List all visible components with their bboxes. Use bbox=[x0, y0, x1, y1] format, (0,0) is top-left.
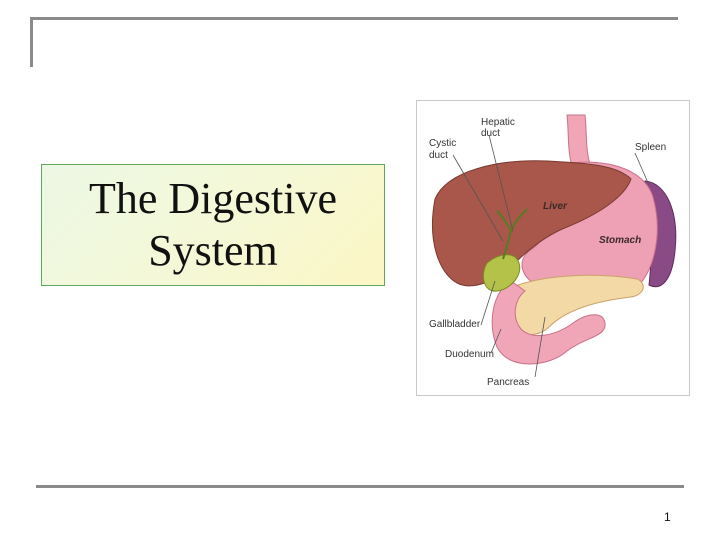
label-duodenum: Duodenum bbox=[445, 349, 494, 360]
label-stomach: Stomach bbox=[599, 235, 641, 246]
top-rule bbox=[30, 17, 678, 20]
label-gallbladder: Gallbladder bbox=[429, 319, 481, 330]
esophagus-shape bbox=[566, 114, 592, 170]
liver-shape bbox=[431, 160, 632, 287]
organs-illustration: Hepatic duct Cystic duct Spleen Liver St… bbox=[429, 114, 677, 388]
digestive-organs-figure: Hepatic duct Cystic duct Spleen Liver St… bbox=[416, 100, 690, 396]
duodenum-shape bbox=[491, 280, 606, 365]
label-pancreas: Pancreas bbox=[487, 377, 529, 388]
gallbladder-shape bbox=[482, 254, 521, 292]
label-liver: Liver bbox=[543, 201, 568, 212]
page-number: 1 bbox=[664, 510, 671, 524]
bottom-rule bbox=[36, 485, 684, 488]
label-hepatic-duct: Hepatic duct bbox=[481, 117, 518, 139]
title-box: The Digestive System bbox=[41, 164, 385, 286]
slide-title: The Digestive System bbox=[88, 174, 338, 275]
top-bracket bbox=[30, 17, 33, 67]
label-cystic-duct: Cystic duct bbox=[429, 138, 459, 161]
label-spleen: Spleen bbox=[635, 142, 666, 153]
leader-lines bbox=[452, 134, 650, 378]
